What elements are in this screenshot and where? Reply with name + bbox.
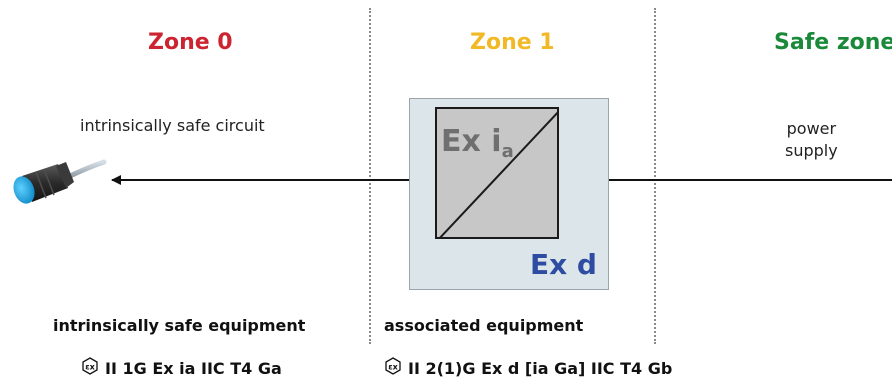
- ex-ia-subscript: a: [501, 141, 514, 162]
- safe-zone-title: Safe zone: [774, 30, 892, 55]
- barrier-module: [435, 107, 559, 239]
- power-supply-label: power supply: [785, 118, 838, 162]
- power-supply-label-line1: power: [786, 119, 837, 138]
- zone-divider-left: [369, 8, 371, 344]
- marking-left-text: II 1G Ex ia IIC T4 Ga: [105, 358, 282, 378]
- zone-0-title: Zone 0: [148, 30, 233, 55]
- barrier-diagonal: [439, 111, 557, 237]
- marking-middle: εx II 2(1)G Ex d [ia Ga] IIC T4 Gb: [384, 357, 672, 379]
- zone-divider-right: [654, 8, 656, 344]
- marking-left: εx II 1G Ex ia IIC T4 Ga: [81, 357, 282, 379]
- associated-equipment-label: associated equipment: [384, 316, 584, 335]
- ex-hexagon-icon: εx: [384, 357, 402, 379]
- svg-text:εx: εx: [388, 363, 398, 372]
- svg-text:εx: εx: [85, 363, 95, 372]
- ex-hexagon-icon: εx: [81, 357, 99, 379]
- power-supply-label-line2: supply: [785, 141, 838, 160]
- ex-ia-text: Ex i: [441, 124, 502, 159]
- ex-d-label: Ex d: [530, 248, 597, 281]
- intrinsically-safe-equipment-label: intrinsically safe equipment: [53, 316, 306, 335]
- zone-1-title: Zone 1: [470, 30, 555, 55]
- ex-ia-label: Ex ia: [441, 124, 514, 162]
- marking-middle-text: II 2(1)G Ex d [ia Ga] IIC T4 Gb: [408, 358, 673, 378]
- intrinsically-safe-circuit-label: intrinsically safe circuit: [80, 116, 265, 135]
- proximity-sensor-icon: [13, 159, 107, 204]
